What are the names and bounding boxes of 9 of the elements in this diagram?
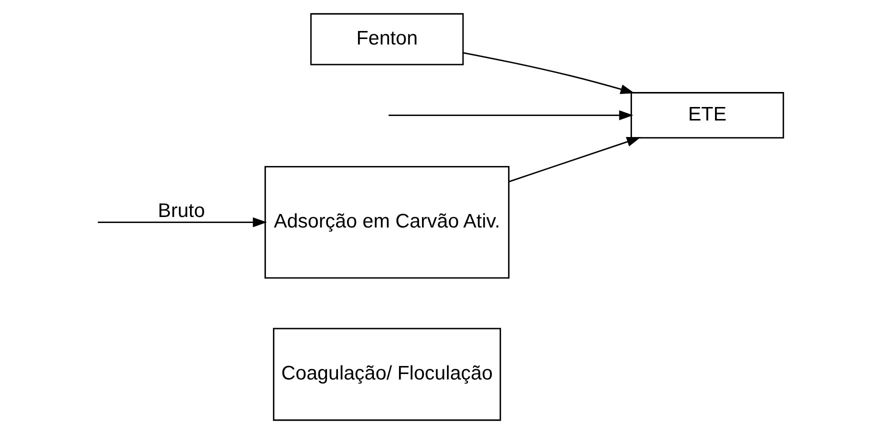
node-box: Fenton (310, 13, 464, 66)
node-box: Adsorção em Carvão Ativ. (264, 166, 510, 279)
arrow (98, 217, 267, 228)
node-box: Coagulação/ Floculação (272, 328, 502, 421)
edge-label: Bruto (158, 200, 205, 222)
arrow (508, 137, 641, 182)
node-box: ETE (630, 92, 784, 138)
arrow (463, 52, 635, 94)
arrow (388, 110, 634, 120)
